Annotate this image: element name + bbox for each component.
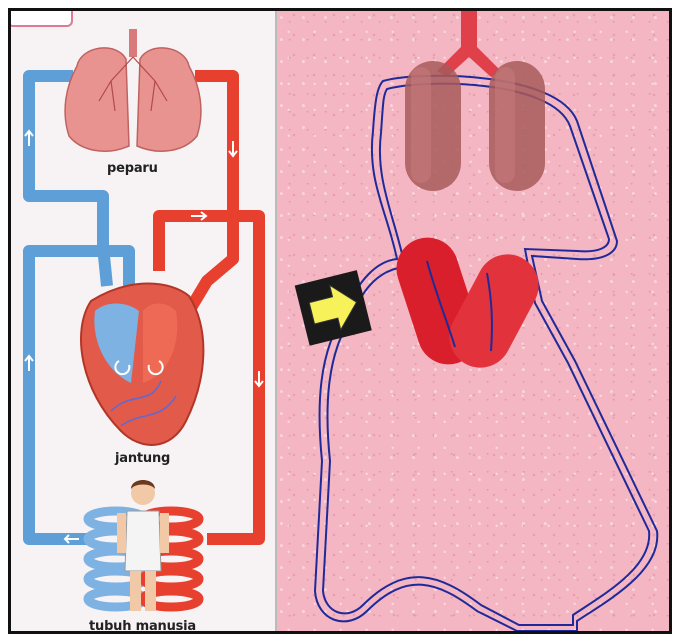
puzzle-frame: peparu jantung tubuh manusia [8, 8, 672, 634]
lungs-icon [65, 29, 201, 151]
body-label: tubuh manusia [89, 619, 196, 634]
heart-label: jantung [115, 451, 170, 466]
circulation-diagram: peparu jantung tubuh manusia [11, 11, 275, 631]
heart-icon [81, 284, 203, 445]
circulation-svg [11, 11, 275, 631]
lungs-label: peparu [107, 161, 158, 176]
lungs-icon [405, 61, 545, 191]
maze-svg [277, 11, 669, 631]
maze-panel[interactable] [277, 11, 669, 631]
arrow-right-icon [295, 270, 372, 346]
